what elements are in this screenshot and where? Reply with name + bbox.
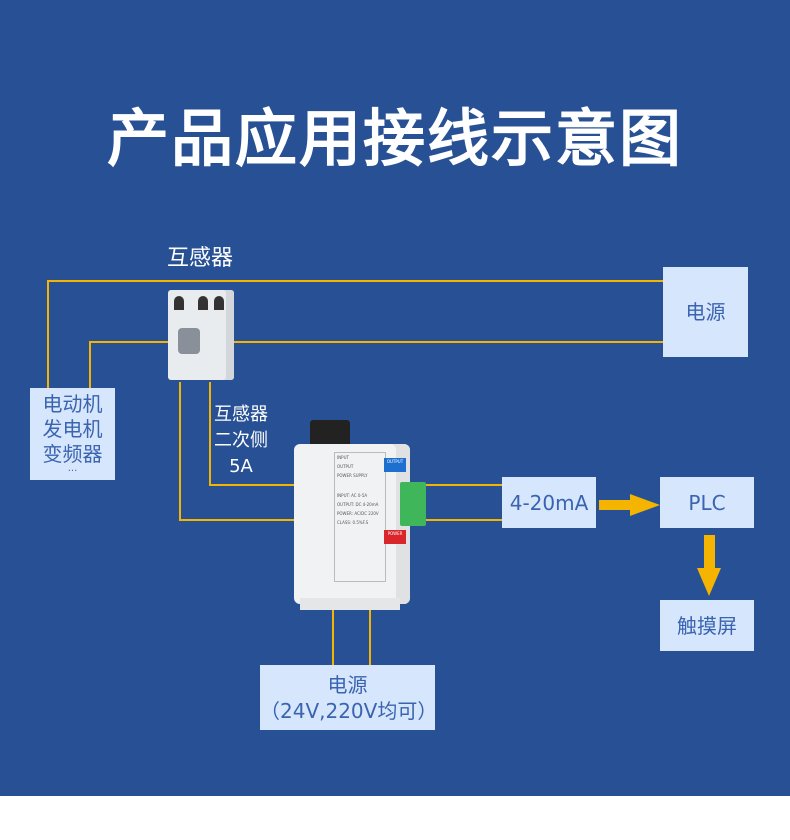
arrow-right [599,494,660,516]
wire-top [47,280,663,388]
load-box: 电动机 发电机 变频器 ··· [30,388,115,480]
power-box-bottom: 电源 （24V,220V均可） [260,665,438,730]
load-more: ··· [67,465,78,477]
arrow-down [697,535,721,596]
secondary-line-2: 二次侧 [214,430,268,451]
panel-spec-input: INPUT: AC 0-5A [337,493,368,498]
load-inverter: 变频器 [42,441,103,466]
panel-input: INPUT [337,455,349,460]
panel-spec-class: CLASS: 0.5%F.S [337,520,369,525]
power-bottom-note: （24V,220V均可） [260,698,438,723]
power-bottom-title: 电源 [327,672,368,697]
secondary-label: 互感器 二次侧 5A [206,402,276,480]
plc-box: PLC [660,477,754,528]
device-panel: INPUT OUTPUT POWER SUPPLY INPUT: AC 0-5A… [334,452,386,582]
power-box-top: 电源 [663,267,748,357]
panel-spec-power: POWER: AC/DC 220V [337,511,379,516]
ct-label: 互感器 [166,246,233,271]
page-title: 产品应用接线示意图 [106,102,683,175]
output-tag: OUTPUT [384,458,406,472]
current-transformer-image [168,290,234,380]
device-din-foot [300,598,400,610]
panel-power: POWER SUPPLY [337,473,368,478]
load-generator: 发电机 [42,416,103,441]
secondary-line-3: 5A [229,456,253,477]
panel-output: OUTPUT [337,464,354,469]
power-tag: POWER [384,530,406,544]
signal-text: 4-20mA [509,490,589,515]
touchscreen-text: 触摸屏 [677,613,737,638]
plc-text: PLC [688,490,726,515]
load-motor: 电动机 [42,391,103,416]
power-top-text: 电源 [685,300,726,324]
touchscreen-box: 触摸屏 [660,600,754,651]
wire-second [89,341,663,388]
secondary-line-1: 互感器 [214,404,268,425]
panel-spec-output: OUTPUT: DC 4-20mA [337,502,379,507]
green-terminal-block [400,482,426,526]
background [0,0,790,796]
signal-box: 4-20mA [502,477,596,528]
